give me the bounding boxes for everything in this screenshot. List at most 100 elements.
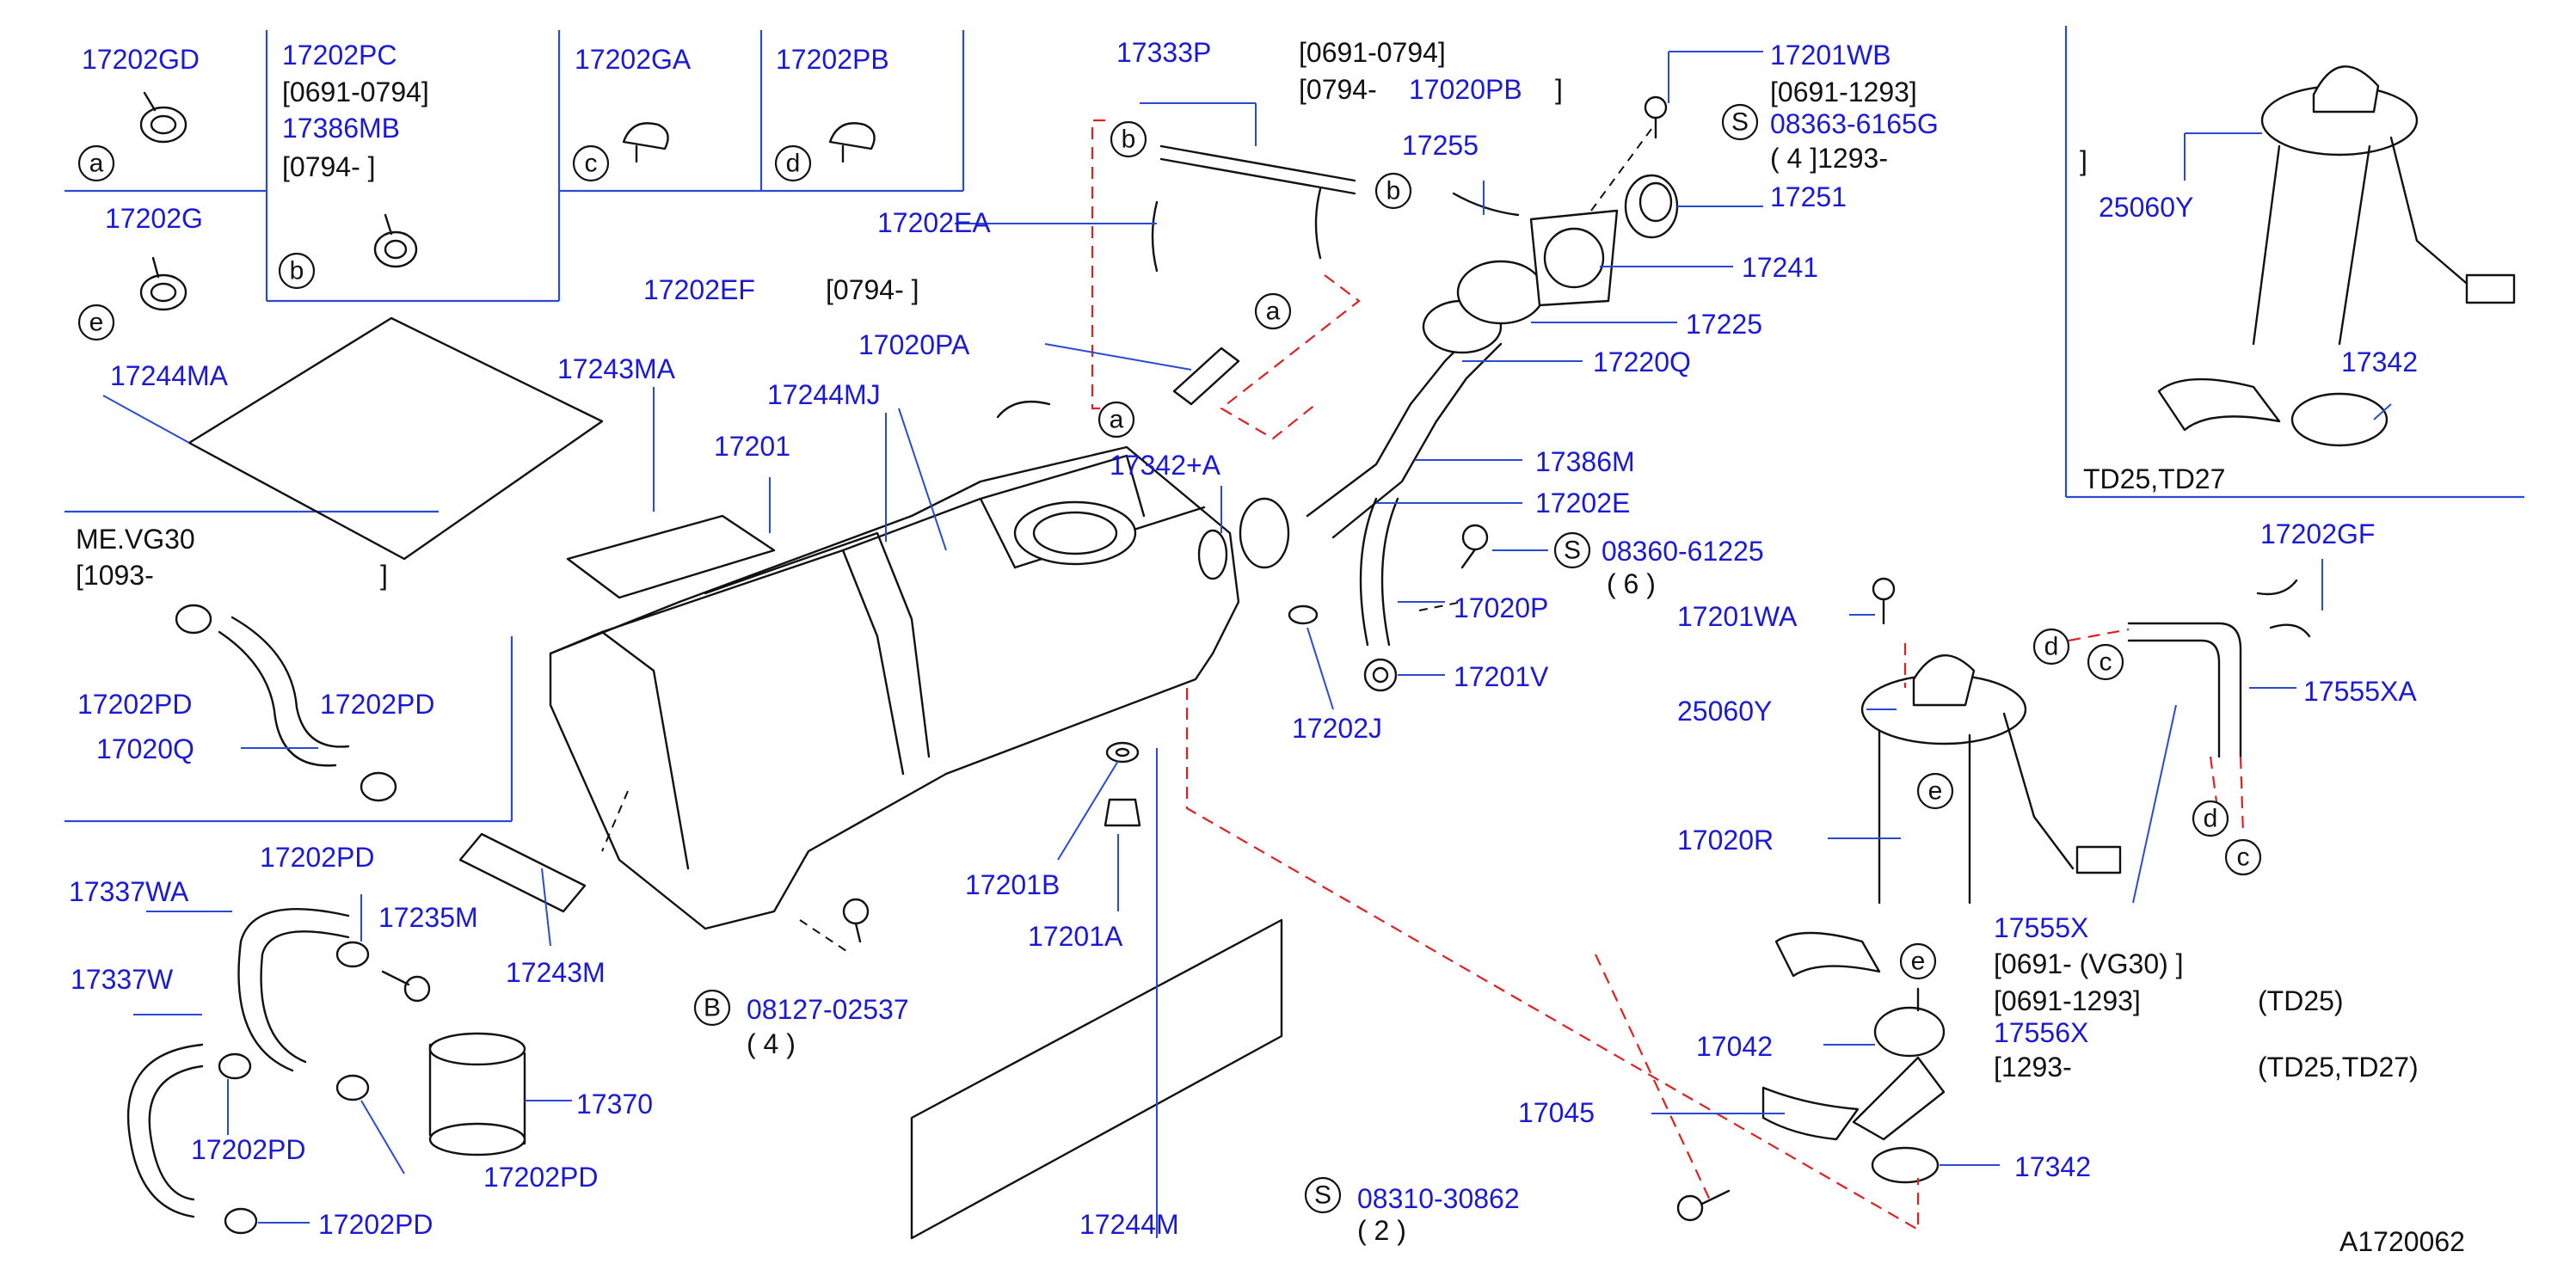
label-17202e: 17202E (1535, 488, 1630, 518)
label-17020pb: 17020PB (1409, 74, 1522, 105)
clip-legend-boxes (65, 30, 965, 303)
part-labels: 17202GD 17202PC [0691-0794] 17386MB [079… (69, 37, 2465, 1257)
label-17555x-date2: [0691-1293] (1994, 985, 2141, 1016)
bolt-17235m (381, 970, 431, 1003)
label-me-vg30-date: [1093- (76, 560, 154, 591)
clip-17202gf (2256, 579, 2311, 638)
seal-17342-top (2290, 392, 2388, 447)
label-17337w: 17337W (71, 964, 174, 995)
label-17555x-date: [0691- (VG30) ] (1994, 948, 2184, 979)
label-17342a: 17342+A (1110, 450, 1221, 481)
hose-17020pa (1172, 347, 1240, 406)
label-me-vg30-close: ] (380, 560, 388, 591)
clip-17202pd-a (175, 604, 212, 635)
label-17251: 17251 (1770, 181, 1847, 212)
label-17201: 17201 (714, 431, 790, 462)
label-17202pc: 17202PC (282, 40, 397, 71)
filler-hose-17220q (1239, 260, 1546, 569)
callout-c: c (585, 150, 598, 178)
label-me-vg30: ME.VG30 (76, 524, 195, 555)
label-08360-61225: 08360-61225 (1602, 536, 1764, 567)
label-17202pc-date: [0691-0794] (282, 77, 429, 107)
bracket-17255 (1452, 192, 1520, 217)
label-17342-top: 17342 (2341, 347, 2418, 377)
label-17556x: 17556X (1994, 1017, 2088, 1048)
label-17202pd-2: 17202PD (320, 689, 434, 720)
canister-17370 (428, 1032, 526, 1156)
bolt-08310 (1676, 1189, 1731, 1222)
label-17202g: 17202G (105, 203, 203, 234)
label-17243m: 17243M (506, 957, 606, 988)
filter-17042 (1852, 987, 1946, 1141)
me-vg30-box (65, 510, 513, 823)
hose-17020q (218, 630, 337, 767)
callout-b-3: b (1386, 177, 1401, 206)
label-08310-qty: ( 2 ) (1357, 1215, 1406, 1246)
callout-e: e (89, 309, 104, 337)
callout-d-3: d (2204, 805, 2218, 833)
callout-d-2: d (2044, 633, 2059, 661)
bolt-08127 (842, 898, 870, 943)
clip-17202pd-d (218, 1052, 252, 1080)
callout-e-3: e (1911, 948, 1926, 976)
label-17556x-date: [1293- (1994, 1052, 2072, 1083)
label-td25: (TD25) (2258, 985, 2344, 1016)
label-17202j: 17202J (1292, 713, 1382, 744)
pump-25060y (1774, 654, 2122, 978)
label-25060y-td: 25060Y (2099, 192, 2193, 223)
hose-17020p (1359, 497, 1378, 647)
callout-e-2: e (1928, 777, 1943, 806)
label-17244mj: 17244MJ (767, 379, 881, 410)
diagram-id: A1720062 (2339, 1226, 2465, 1257)
pump-25060y-td (2157, 65, 2516, 432)
clip-17202pd-e (335, 1074, 370, 1101)
cap-17251 (1624, 174, 1679, 239)
label-17202pd-1: 17202PD (77, 689, 192, 720)
label-17020pa: 17020PA (858, 329, 970, 360)
label-17020q: 17020Q (96, 733, 194, 764)
callout-s-3: S (1314, 1181, 1331, 1210)
clip-17202pb (828, 122, 876, 163)
label-17201b: 17201B (965, 869, 1060, 900)
label-17202gf: 17202GF (2260, 518, 2375, 549)
label-17220q: 17220Q (1593, 347, 1691, 377)
bracket-17045 (1761, 1086, 1860, 1141)
label-17045: 17045 (1518, 1097, 1595, 1128)
insulator-17243m (458, 832, 587, 913)
label-17042: 17042 (1696, 1031, 1773, 1062)
label-17202ef-date: [0794- ] (826, 274, 919, 305)
label-17255: 17255 (1402, 130, 1479, 161)
label-17370: 17370 (576, 1089, 653, 1120)
label-08363-qty: ( 4 ]1293- (1770, 143, 1888, 174)
label-17202pd-4: 17202PD (191, 1134, 305, 1165)
label-17244ma: 17244MA (110, 360, 229, 391)
clip-17202ea (1151, 187, 1322, 273)
label-08363-6165g: 08363-6165G (1770, 108, 1939, 139)
hose-17337w (126, 1043, 204, 1218)
callout-c-2: c (2100, 648, 2112, 677)
insulator-17244m (910, 918, 1283, 1240)
label-17202ga: 17202GA (575, 44, 692, 75)
seal-17342-bottom (1871, 1146, 1940, 1184)
label-17235m: 17235M (378, 902, 478, 933)
label-17202pd-3: 17202PD (260, 842, 374, 873)
label-17225: 17225 (1686, 309, 1762, 340)
fuel-tank-17201 (549, 401, 1240, 930)
callout-s-2: S (1564, 537, 1581, 565)
label-17201v: 17201V (1454, 661, 1549, 692)
bolt-17201wb (1644, 95, 1668, 139)
callout-a: a (89, 150, 104, 178)
label-td25-td27-b: (TD25,TD27) (2258, 1052, 2419, 1083)
label-17202pd-5: 17202PD (483, 1162, 598, 1193)
callout-a-3: a (1110, 406, 1124, 434)
washer-17201b (1105, 741, 1140, 764)
callout-s-1: S (1731, 108, 1749, 137)
label-17202ef: 17202EF (643, 274, 755, 305)
label-17243ma: 17243MA (557, 353, 676, 384)
label-17333p: 17333P (1116, 37, 1211, 68)
clip-17202ga (622, 122, 669, 163)
label-17555xa: 17555XA (2303, 676, 2417, 707)
callout-b-2: b (1122, 126, 1136, 154)
label-17201a: 17201A (1028, 921, 1123, 952)
callout-d: d (786, 150, 801, 178)
